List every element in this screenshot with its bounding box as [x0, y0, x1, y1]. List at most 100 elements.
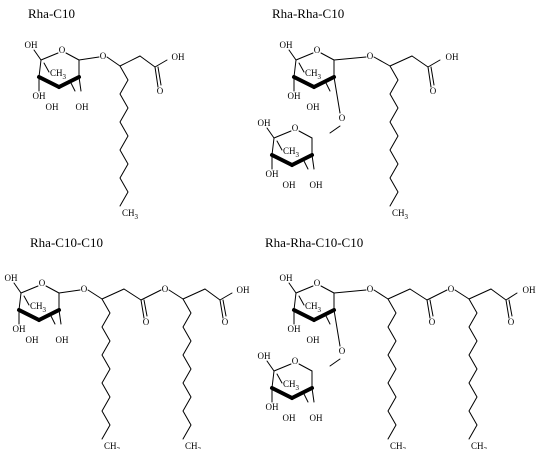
methyl-label: CH3 — [283, 146, 300, 159]
bond — [38, 59, 42, 78]
bond — [20, 285, 39, 294]
ring-oxygen-label: O — [314, 45, 321, 55]
bond — [58, 309, 62, 325]
alkyl-chain — [119, 65, 129, 207]
bond — [139, 55, 156, 68]
bond — [295, 285, 314, 294]
bond — [311, 387, 315, 403]
ring-oxygen-label: O — [292, 356, 299, 366]
bond — [58, 289, 81, 294]
bond — [505, 299, 510, 319]
bond — [329, 358, 341, 367]
acid-hydroxyl-label: OH — [523, 285, 536, 295]
bond — [65, 52, 80, 61]
hydroxyl-label: OH — [280, 40, 293, 50]
bond — [490, 288, 507, 301]
hydroxyl-label: OH — [33, 91, 46, 101]
alkyl-chain — [389, 65, 399, 207]
bond — [33, 49, 42, 61]
bond — [320, 285, 335, 294]
hydroxyl-label: OH — [26, 335, 39, 345]
bond — [276, 140, 283, 151]
hydroxyl-label: OH — [310, 180, 323, 190]
bold-bond — [37, 75, 61, 89]
bond — [333, 309, 341, 347]
bond — [508, 299, 513, 317]
glycosidic-oxygen-label: O — [100, 51, 107, 61]
bond — [219, 299, 224, 319]
bond — [389, 55, 413, 67]
carbonyl-oxygen-label: O — [157, 86, 164, 96]
bond — [157, 66, 162, 86]
bond — [40, 52, 59, 61]
bond — [288, 49, 297, 61]
bond — [266, 360, 275, 372]
carbonyl-oxygen-label: O — [222, 317, 229, 327]
ester-oxygen-label: O — [162, 284, 169, 294]
bond — [154, 66, 159, 88]
bond — [303, 160, 309, 170]
bond — [468, 288, 492, 300]
hydroxyl-label: OH — [307, 335, 320, 345]
hydroxyl-label: OH — [266, 402, 279, 412]
bold-bond — [292, 75, 316, 89]
bond — [409, 288, 428, 301]
hydroxyl-label: OH — [5, 273, 18, 283]
bond — [426, 289, 448, 301]
bond — [311, 154, 315, 170]
bold-bond — [17, 308, 41, 322]
methyl-label: CH3 — [305, 301, 322, 314]
bond — [333, 289, 367, 294]
bond — [123, 288, 142, 301]
glycosidic-oxygen-label: O — [367, 284, 374, 294]
bond — [454, 289, 470, 300]
bond — [143, 299, 148, 317]
bold-bond — [290, 386, 314, 400]
hydroxyl-label: OH — [288, 324, 301, 334]
acid-hydroxyl-label: OH — [446, 52, 459, 62]
bond — [50, 315, 56, 325]
hydroxyl-label: OH — [13, 324, 26, 334]
bond — [325, 82, 331, 92]
hydroxyl-label: OH — [258, 118, 271, 128]
bold-bond — [292, 308, 316, 322]
bond — [266, 127, 275, 139]
carbonyl-oxygen-label: O — [143, 317, 150, 327]
molecule-rha-rha-c10-c10: OOHCH3OHOHOOOHCH3OHOHOHOOOOOHCH3CH3 — [258, 273, 536, 449]
terminal-methyl-label: CH3 — [104, 441, 121, 449]
bond — [373, 56, 391, 67]
methyl-label: CH3 — [305, 68, 322, 81]
ring-oxygen-label: O — [314, 278, 321, 288]
ring-oxygen-label: O — [39, 278, 46, 288]
bond — [219, 292, 233, 301]
hydroxyl-label: OH — [56, 335, 69, 345]
carbonyl-oxygen-label: O — [508, 317, 515, 327]
bond — [411, 55, 429, 68]
bond — [140, 289, 162, 301]
bond — [427, 59, 441, 68]
ester-oxygen-label: O — [448, 284, 455, 294]
bond — [154, 59, 168, 68]
ring-oxygen-label: O — [59, 45, 66, 55]
bond — [204, 288, 221, 301]
hydroxyl-label: OH — [258, 351, 271, 361]
glycosidic-oxygen-label: O — [367, 51, 374, 61]
acid-hydroxyl-label: OH — [172, 52, 185, 62]
bond — [23, 295, 30, 306]
bond — [320, 52, 335, 61]
bold-bond — [312, 75, 336, 89]
bond — [13, 282, 22, 294]
bond — [427, 66, 432, 88]
carbonyl-oxygen-label: O — [430, 86, 437, 96]
bond — [325, 315, 331, 325]
glycosidic-oxygen-label: O — [339, 113, 346, 123]
bold-bond — [312, 308, 336, 322]
bond — [140, 299, 145, 319]
bond — [333, 56, 367, 61]
acid-hydroxyl-label: OH — [237, 285, 250, 295]
bond — [303, 393, 309, 403]
bold-bond — [57, 75, 81, 89]
